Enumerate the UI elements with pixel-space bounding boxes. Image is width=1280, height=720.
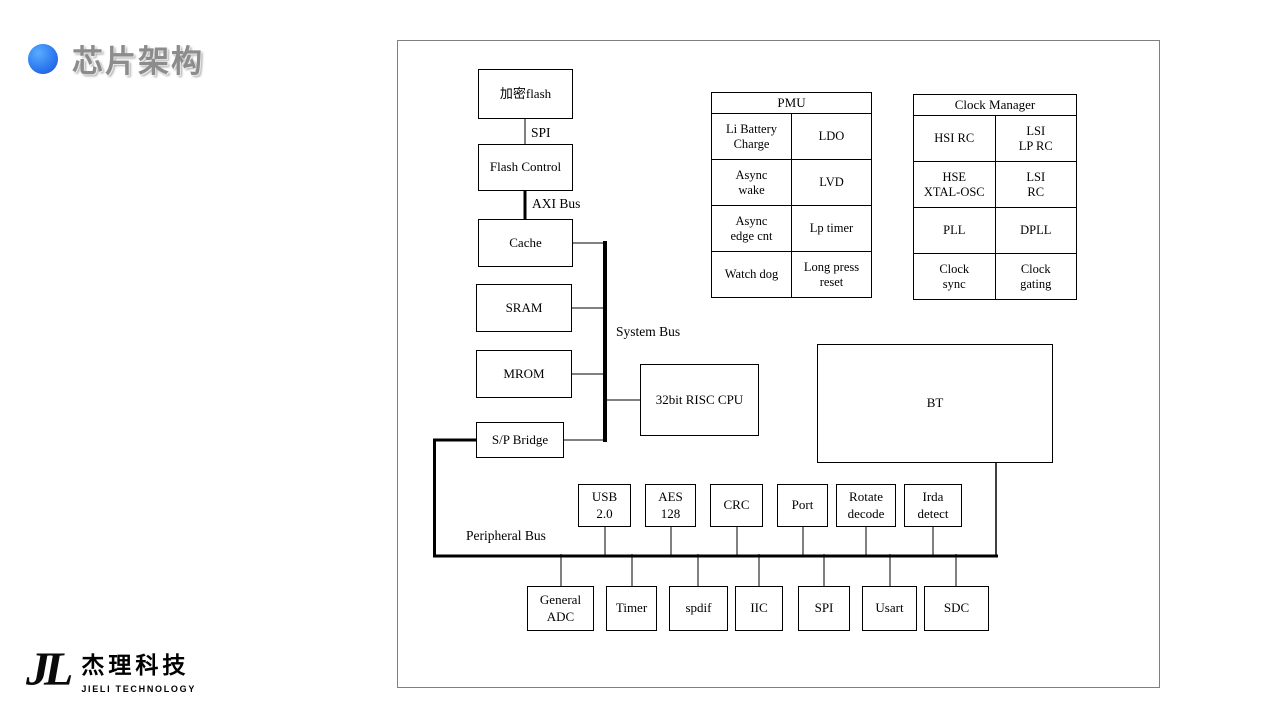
block-spi: SPI [798,586,850,631]
block-timer: Timer [606,586,657,631]
spi-link-label: SPI [531,125,551,140]
pmu-cell-long-press-reset: Long press reset [791,251,872,298]
clock-manager-title: Clock Manager [913,94,1077,116]
block-crc: CRC [710,484,763,527]
clock-cell-hse-xtal-osc: HSE XTAL-OSC [913,161,996,208]
axi-bus-label: AXI Bus [532,196,581,211]
block-mrom: MROM [476,350,572,398]
clock-cell-clock-gating: Clock gating [994,253,1077,300]
block-sram: SRAM [476,284,572,332]
logo-company-cn: 杰理科技 [81,652,190,678]
page-title: 芯片架构 [72,44,204,79]
bullet-icon [28,43,58,74]
block-rotate-decode: Rotate decode [836,484,896,527]
block-aes128: AES 128 [645,484,696,527]
block-bt: BT [817,344,1053,463]
pmu-cell-async-wake: Async wake [711,159,792,206]
clock-cell-lsi-rc: LSI RC [994,161,1077,208]
pmu-title: PMU [711,92,872,114]
block-cache: Cache [478,219,573,267]
block-usb: USB 2.0 [578,484,631,527]
block-irda-detect: Irda detect [904,484,962,527]
clock-cell-hsi-rc: HSI RC [913,115,996,162]
logo-monogram: JL [26,643,73,696]
peripheral-bus-label: Peripheral Bus [466,528,546,543]
pmu-cell-li-battery-charge: Li Battery Charge [711,113,792,160]
connector-lines [433,119,998,586]
block-sdc: SDC [924,586,989,631]
system-bus-label: System Bus [616,324,681,339]
logo-text: 杰理科技 JIELI TECHNOLOGY [81,646,196,694]
block-iic: IIC [735,586,783,631]
clock-cell-dpll: DPLL [994,207,1077,254]
jieli-logo: JL 杰理科技 JIELI TECHNOLOGY [26,643,196,696]
title-row: 芯片架构 [28,36,204,81]
block-general-adc: General ADC [527,586,594,631]
clock-cell-lsi-lp-rc: LSI LP RC [994,115,1077,162]
clock-manager-table: Clock Manager HSI RC LSI LP RC HSE XTAL-… [913,94,1077,300]
bridge-to-peripheral-line [433,438,476,556]
block-usart: Usart [862,586,917,631]
block-encrypted-flash: 加密flash [478,69,573,119]
pmu-cell-lp-timer: Lp timer [791,205,872,252]
clock-cell-pll: PLL [913,207,996,254]
thin-connectors [524,119,957,586]
pmu-table: PMU Li Battery Charge LDO Async wake LVD… [711,92,872,298]
block-cpu: 32bit RISC CPU [640,364,759,436]
clock-cell-clock-sync: Clock sync [913,253,996,300]
block-sp-bridge: S/P Bridge [476,422,564,458]
logo-company-en: JIELI TECHNOLOGY [81,684,197,694]
pmu-cell-lvd: LVD [791,159,872,206]
pmu-cell-async-edge-cnt: Async edge cnt [711,205,792,252]
pmu-cell-watch-dog: Watch dog [711,251,792,298]
block-port: Port [777,484,828,527]
block-flash-control: Flash Control [478,144,573,191]
pmu-cell-ldo: LDO [791,113,872,160]
chip-architecture-diagram: 加密flash Flash Control Cache SRAM MROM S/… [397,40,1160,688]
block-spdif: spdif [669,586,728,631]
